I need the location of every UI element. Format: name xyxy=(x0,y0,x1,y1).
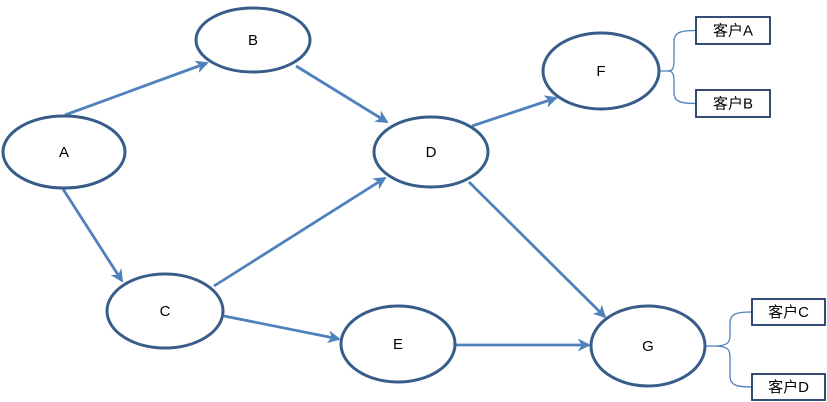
customer-box-customer-c xyxy=(751,298,826,326)
node-C-ellipse xyxy=(105,272,225,350)
node-G-ellipse xyxy=(589,304,707,388)
customer-box-customer-a xyxy=(695,16,771,45)
edge-B-D-arrow xyxy=(295,64,389,124)
node-F-ellipse xyxy=(541,31,661,111)
node-G-label: G xyxy=(642,338,654,355)
node-B-label: B xyxy=(248,32,258,49)
node-D-ellipse xyxy=(372,115,490,189)
customer-box-customer-d-label: 客户D xyxy=(768,379,809,396)
node-A-ellipse xyxy=(1,114,127,190)
node-E-label: E xyxy=(393,336,403,353)
edge-C-D-arrow xyxy=(213,176,387,288)
node-D-label: D xyxy=(426,144,437,161)
edge-A-B-arrow xyxy=(64,60,209,117)
node-B-ellipse xyxy=(194,6,312,74)
edge-D-F-arrow xyxy=(471,95,558,128)
bracket-G xyxy=(706,311,753,388)
edge-D-G-arrow xyxy=(468,181,607,319)
bracket-F xyxy=(660,29,697,105)
customer-box-customer-b xyxy=(695,89,771,118)
customer-box-customer-d xyxy=(751,373,826,401)
customer-box-customer-a-label: 客户A xyxy=(713,23,753,40)
customer-box-customer-b-label: 客户B xyxy=(713,96,753,113)
edge-C-E-arrow xyxy=(223,314,341,344)
customer-box-customer-c-label: 客户C xyxy=(768,304,809,321)
node-A-label: A xyxy=(59,144,69,161)
edge-A-C-arrow xyxy=(61,188,124,283)
node-F-label: F xyxy=(596,63,605,80)
node-E-ellipse xyxy=(339,304,457,384)
node-C-label: C xyxy=(160,303,171,320)
